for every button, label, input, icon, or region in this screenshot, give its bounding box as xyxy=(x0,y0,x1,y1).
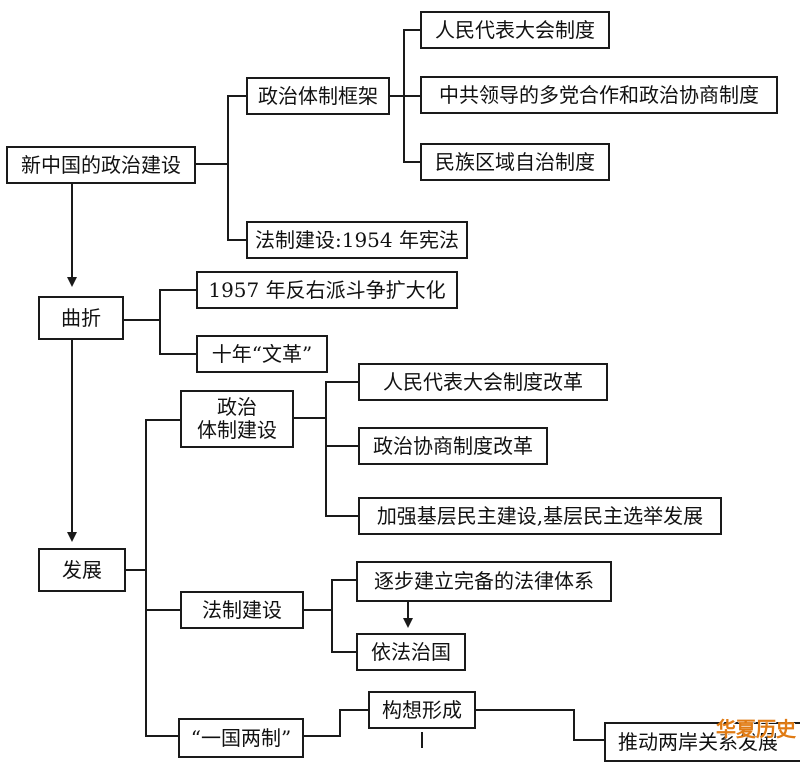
node-root: 新中国的政治建设 xyxy=(6,146,196,184)
node-one-country-item-1: 构想形成 xyxy=(368,691,476,729)
node-framework-item-3: 民族区域自治制度 xyxy=(420,143,610,181)
connector-onecountry-items xyxy=(304,709,604,741)
connector-legal-items xyxy=(304,579,356,653)
node-twists: 曲折 xyxy=(38,296,124,340)
node-law-1954: 法制建设:1954 年宪法 xyxy=(246,221,468,259)
node-framework-item-1: 人民代表大会制度 xyxy=(420,11,610,49)
node-development: 发展 xyxy=(38,548,126,592)
node-legal: 法制建设 xyxy=(180,591,304,629)
connector-twists-items xyxy=(124,289,196,355)
node-framework-item-2: 中共领导的多党合作和政治协商制度 xyxy=(420,76,778,114)
connector-development-trunk xyxy=(126,419,180,737)
connector-root-branch xyxy=(196,95,246,241)
watermark-logo: 华夏历史 xyxy=(716,717,796,741)
node-twists-item-1: 1957 年反右派斗争扩大化 xyxy=(196,271,458,309)
node-political-item-3: 加强基层民主建设,基层民主选举发展 xyxy=(358,497,722,535)
node-political-item-2: 政治协商制度改革 xyxy=(358,427,548,465)
node-political-item-1: 人民代表大会制度改革 xyxy=(358,363,608,401)
connector-political-items xyxy=(294,381,358,517)
connector-framework-items xyxy=(390,29,420,163)
node-framework: 政治体制框架 xyxy=(246,77,390,115)
node-one-country: “一国两制” xyxy=(178,718,304,758)
node-legal-item-2: 依法治国 xyxy=(356,633,466,671)
node-twists-item-2: 十年“文革” xyxy=(196,335,328,373)
node-political: 政治 体制建设 xyxy=(180,390,294,448)
node-legal-item-1: 逐步建立完备的法律体系 xyxy=(356,561,612,602)
